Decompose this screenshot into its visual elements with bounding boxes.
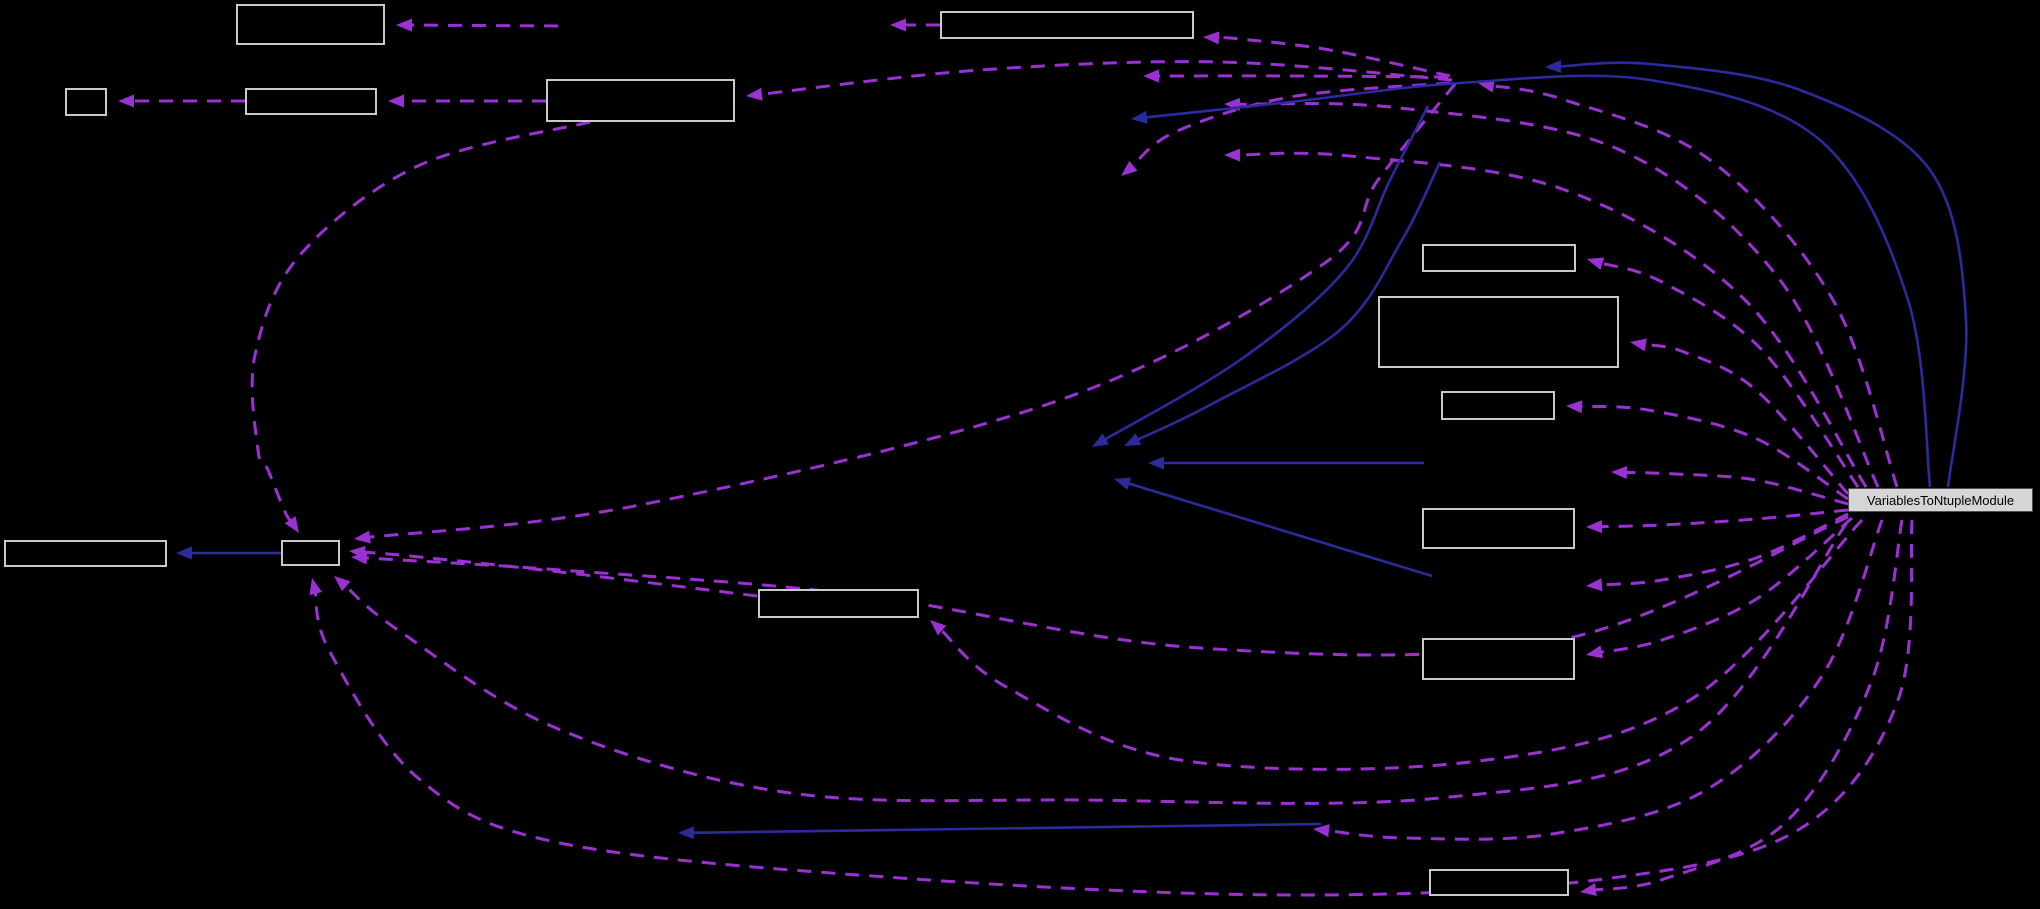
graph-node[interactable] bbox=[236, 4, 385, 45]
arrowhead bbox=[1586, 645, 1603, 659]
graph-edge bbox=[1134, 161, 1442, 443]
graph-edge bbox=[1235, 102, 1880, 488]
graph-edge bbox=[1598, 261, 1860, 488]
arrowhead bbox=[890, 18, 906, 32]
graph-node[interactable] bbox=[1422, 244, 1576, 272]
graph-edge bbox=[689, 822, 1322, 835]
arrowhead bbox=[176, 546, 192, 560]
graph-edge bbox=[1142, 74, 1932, 488]
arrowhead bbox=[1092, 433, 1110, 447]
graph-edge bbox=[1597, 516, 1853, 655]
arrowhead bbox=[930, 620, 947, 636]
graph-edge bbox=[342, 523, 1848, 805]
graph-node[interactable] bbox=[1429, 869, 1569, 896]
arrowhead bbox=[1114, 477, 1132, 490]
graph-edge bbox=[407, 23, 559, 28]
arrowhead bbox=[1143, 69, 1159, 83]
graph-nodes bbox=[4, 4, 1619, 896]
graph-edge bbox=[1154, 74, 1449, 79]
graph-node[interactable] bbox=[546, 79, 735, 122]
graph-node[interactable] bbox=[245, 88, 377, 115]
node-variablestontuplemodule: VariablesToNtupleModule bbox=[1848, 488, 2033, 512]
graph-node[interactable] bbox=[940, 11, 1194, 39]
graph-edge bbox=[1622, 470, 1849, 506]
graph-edge bbox=[1577, 405, 1849, 501]
arrowhead bbox=[1611, 465, 1628, 479]
arrowhead bbox=[388, 94, 404, 108]
graph-node[interactable] bbox=[281, 540, 340, 566]
graph-node[interactable] bbox=[1422, 508, 1575, 549]
arrowhead bbox=[284, 516, 299, 533]
graph-edge bbox=[1214, 36, 1451, 78]
graph-node[interactable] bbox=[758, 589, 919, 618]
graph-edge bbox=[938, 518, 1864, 771]
graph-edge bbox=[1235, 151, 1868, 488]
graph-node[interactable] bbox=[1378, 296, 1619, 368]
graph-edge bbox=[1641, 342, 1850, 495]
graph-edge bbox=[313, 519, 1914, 897]
arrowhead bbox=[351, 551, 368, 565]
arrowhead bbox=[1545, 60, 1562, 74]
arrowhead bbox=[1224, 148, 1241, 162]
arrowhead bbox=[1587, 257, 1605, 270]
graph-edge bbox=[1597, 512, 1849, 587]
arrowhead bbox=[118, 94, 134, 108]
graph-node[interactable] bbox=[65, 88, 107, 116]
arrowhead bbox=[1586, 520, 1603, 534]
arrowhead bbox=[1131, 110, 1148, 124]
arrowhead bbox=[354, 530, 371, 544]
arrowhead bbox=[309, 578, 323, 596]
graph-edge bbox=[1556, 61, 1968, 488]
graph-edge bbox=[757, 60, 1453, 97]
arrowhead bbox=[334, 576, 351, 592]
graph-edge bbox=[1489, 83, 1899, 488]
arrowhead bbox=[1121, 160, 1138, 176]
arrowhead bbox=[1478, 79, 1495, 93]
arrowhead bbox=[1124, 433, 1142, 446]
graph-node[interactable] bbox=[1441, 391, 1555, 420]
graph-edge bbox=[250, 120, 591, 524]
arrowhead bbox=[396, 18, 413, 32]
arrowhead bbox=[678, 826, 695, 840]
graph-edges bbox=[118, 18, 1968, 897]
graph-edge bbox=[1597, 508, 1849, 529]
arrowhead bbox=[746, 87, 763, 101]
graph-node[interactable] bbox=[1422, 638, 1575, 680]
graph-edge bbox=[1324, 519, 1884, 841]
arrowhead bbox=[1566, 400, 1583, 414]
graph-edge bbox=[362, 515, 1849, 657]
graph-edge bbox=[1125, 481, 1433, 578]
arrowhead bbox=[1313, 824, 1330, 838]
arrowhead bbox=[1203, 31, 1220, 45]
arrowhead bbox=[1586, 578, 1603, 592]
graph-edge bbox=[1101, 105, 1430, 443]
arrowhead bbox=[1148, 456, 1164, 470]
arrowhead bbox=[1580, 883, 1597, 896]
graph-edge bbox=[1591, 519, 1904, 892]
graph-edge bbox=[360, 550, 758, 598]
graph-edge bbox=[365, 83, 1457, 540]
graph-node[interactable] bbox=[4, 540, 167, 567]
arrowhead bbox=[1630, 338, 1647, 352]
